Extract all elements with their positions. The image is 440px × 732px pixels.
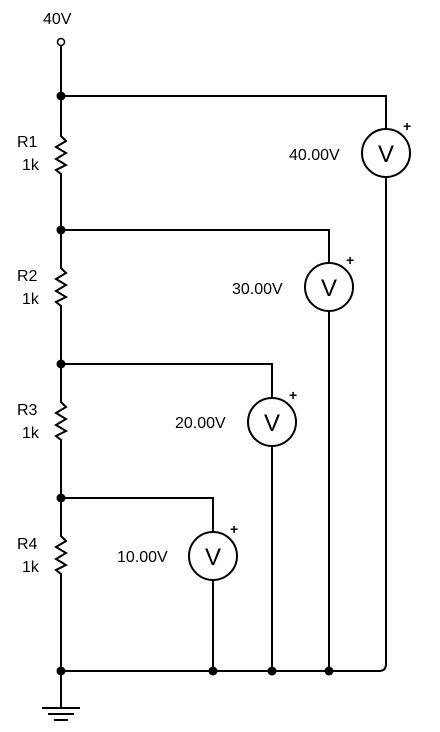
tap-wire-30v <box>60 229 330 264</box>
voltmeter-10v: V + <box>188 521 238 581</box>
voltmeter-20v: V + <box>247 387 297 447</box>
junction-dot <box>56 225 66 235</box>
resistor-r3-name: R3 <box>17 402 38 419</box>
voltmeter-plus-terminal: + <box>346 252 354 268</box>
resistor-r3-value: 1k <box>22 425 40 442</box>
junction-dot <box>208 666 218 676</box>
voltmeter-30v: V + <box>304 252 354 312</box>
junction-dot <box>56 666 66 676</box>
supply-terminal <box>56 37 66 47</box>
voltmeter-plus-terminal: + <box>403 118 411 134</box>
resistor-r4-value: 1k <box>22 559 40 576</box>
voltmeter-symbol: V <box>205 544 221 571</box>
resistor-r2 <box>54 267 69 307</box>
junction-dot <box>324 666 334 676</box>
resistor-r1 <box>54 135 69 175</box>
voltmeter-reading-40v: 40.00V <box>289 147 340 164</box>
voltmeter-symbol: V <box>321 275 337 302</box>
resistor-r2-value: 1k <box>22 291 40 308</box>
junction-dot <box>56 493 66 503</box>
resistor-r1-value: 1k <box>22 157 40 174</box>
junction-dot <box>56 91 66 101</box>
voltmeter-symbol: V <box>264 410 280 437</box>
resistor-r2-name: R2 <box>17 268 38 285</box>
voltmeter-plus-terminal: + <box>230 521 238 537</box>
resistor-r4-name: R4 <box>17 536 38 553</box>
return-wire-40v-corner <box>377 662 388 673</box>
junction-dot <box>56 359 66 369</box>
resistor-r1-name: R1 <box>17 134 38 151</box>
voltmeter-40v: V + <box>361 118 411 178</box>
tap-wire-40v <box>60 95 387 130</box>
resistor-r4 <box>54 535 69 575</box>
voltmeter-symbol: V <box>378 141 394 168</box>
voltmeter-plus-terminal: + <box>289 387 297 403</box>
junction-dot <box>267 666 277 676</box>
tap-wire-10v <box>60 497 214 533</box>
voltmeter-reading-30v: 30.00V <box>232 281 283 298</box>
supply-voltage-label: 40V <box>43 11 72 28</box>
tap-wire-20v <box>60 363 273 399</box>
resistor-r3 <box>54 401 69 441</box>
ground-icon <box>42 707 80 721</box>
voltmeter-reading-10v: 10.00V <box>117 549 168 566</box>
voltmeter-reading-20v: 20.00V <box>175 415 226 432</box>
